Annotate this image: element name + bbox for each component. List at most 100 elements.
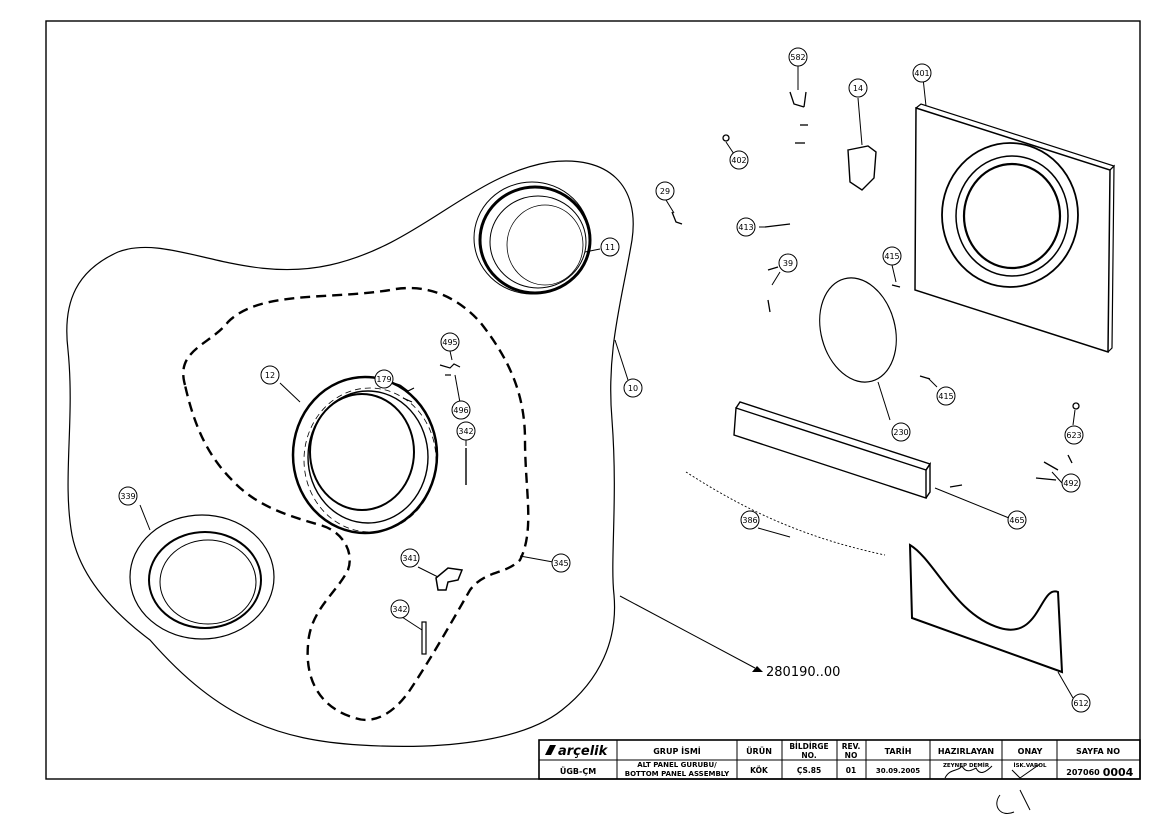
callout-415a: 415	[882, 246, 902, 266]
callout-14: 14	[848, 78, 868, 98]
callout-label: 401	[914, 69, 929, 78]
callout-circle	[451, 400, 471, 420]
small-fasteners-left	[399, 363, 461, 403]
value-group-name-2: BOTTOM PANEL ASSEMBLY	[625, 770, 730, 778]
callout-label: 339	[120, 492, 135, 501]
callout-39: 39	[778, 253, 798, 273]
callout-582: 582	[788, 47, 808, 67]
part-339-front-ring	[129, 514, 275, 640]
callout-label: 492	[1063, 479, 1078, 488]
value-page-prefix: 207060	[1066, 768, 1100, 777]
callout-circle	[655, 181, 675, 201]
callout-415b: 415	[936, 386, 956, 406]
header-group-name: GRUP İSMİ	[653, 746, 701, 756]
part-401-front-panel	[914, 103, 1116, 354]
callout-label: 345	[553, 559, 568, 568]
callout-circle	[600, 237, 620, 257]
callout-341: 341	[400, 548, 420, 568]
callout-circle	[936, 386, 956, 406]
callout-230: 230	[891, 422, 911, 442]
callout-label: 14	[853, 84, 863, 93]
callout-circle	[891, 422, 911, 442]
callout-label: 582	[790, 53, 805, 62]
value-approved-by: İSK.VAROL	[1014, 762, 1047, 769]
callout-342a: 342	[456, 421, 476, 441]
value-prepared-by: ZEYNEP DEMİR	[943, 762, 990, 769]
part-341-latch	[435, 567, 464, 591]
header-approval: ONAY	[1018, 747, 1043, 756]
callout-circle	[1007, 510, 1027, 530]
callout-label: 386	[742, 516, 757, 525]
part-612-bottom-cover	[908, 543, 1064, 674]
callout-label: 10	[628, 384, 638, 393]
callout-label: 29	[660, 187, 670, 196]
callout-circle	[736, 217, 756, 237]
header-doc-no-1: BİLDİRGE	[789, 742, 828, 751]
callout-401: 401	[912, 63, 932, 83]
callout-label: 230	[893, 428, 908, 437]
header-rev-2: NO	[845, 751, 858, 760]
part-14-bracket	[847, 145, 877, 191]
part-465-lower-bar	[733, 401, 932, 499]
callout-495: 495	[440, 332, 460, 352]
callout-386: 386	[740, 510, 760, 530]
callout-label: 496	[453, 406, 468, 415]
callout-circle	[1071, 693, 1091, 713]
value-department: ÜGB-ÇM	[560, 766, 596, 776]
arcelik-logo-mark	[545, 745, 556, 755]
callouts: 11 12 10 14 29 39 179 230 339 341 342 342 345 386 401 4…	[118, 47, 1091, 713]
callout-342b: 342	[390, 599, 410, 619]
callout-179: 179	[374, 369, 394, 389]
value-page-no: 0004	[1103, 766, 1134, 779]
logo-text: arçelik	[558, 744, 609, 759]
callout-465: 465	[1007, 510, 1027, 530]
value-product: KÖK	[750, 766, 769, 775]
value-doc-no: ÇS.85	[797, 766, 821, 775]
callout-circle	[260, 365, 280, 385]
callout-label: 341	[402, 554, 417, 563]
callout-label: 342	[392, 605, 407, 614]
header-product: ÜRÜN	[746, 746, 772, 756]
callout-label: 402	[731, 156, 746, 165]
callout-label: 495	[442, 338, 457, 347]
callout-circle	[623, 378, 643, 398]
callout-label: 12	[265, 371, 275, 380]
callout-496: 496	[451, 400, 471, 420]
callout-10: 10	[623, 378, 643, 398]
header-prepared: HAZIRLAYAN	[938, 747, 994, 756]
callout-circle	[778, 253, 798, 273]
part-12-gasket-ring	[291, 375, 439, 535]
callout-circle	[912, 63, 932, 83]
signature-approved	[996, 763, 1041, 814]
callout-circle	[1064, 425, 1084, 445]
callout-413: 413	[736, 217, 756, 237]
callout-circle	[400, 548, 420, 568]
callout-circle	[1061, 473, 1081, 493]
header-rev-1: REV.	[842, 742, 861, 751]
callout-label: 415	[938, 392, 953, 401]
callout-label: 465	[1009, 516, 1024, 525]
callout-339: 339	[118, 486, 138, 506]
callout-circle	[740, 510, 760, 530]
subgroup-outline-345	[182, 286, 530, 722]
callout-label: 623	[1066, 431, 1081, 440]
value-rev-no: 01	[846, 766, 856, 775]
callout-label: 342	[458, 427, 473, 436]
callout-345: 345	[551, 553, 571, 573]
callout-11: 11	[600, 237, 620, 257]
part-230-seal	[819, 277, 897, 383]
callout-612: 612	[1071, 693, 1091, 713]
callout-492: 492	[1061, 473, 1081, 493]
callout-623: 623	[1064, 425, 1084, 445]
part-386-cable	[685, 471, 886, 556]
part-342-pin-lower	[421, 621, 427, 655]
callout-circle	[118, 486, 138, 506]
header-page-no: SAYFA NO	[1076, 747, 1120, 756]
callout-circle	[551, 553, 571, 573]
callout-label: 415	[884, 252, 899, 261]
value-date: 30.09.2005	[876, 767, 920, 775]
header-date: TARİH	[885, 746, 912, 756]
callout-label: 179	[376, 375, 391, 384]
callout-label: 612	[1073, 699, 1088, 708]
